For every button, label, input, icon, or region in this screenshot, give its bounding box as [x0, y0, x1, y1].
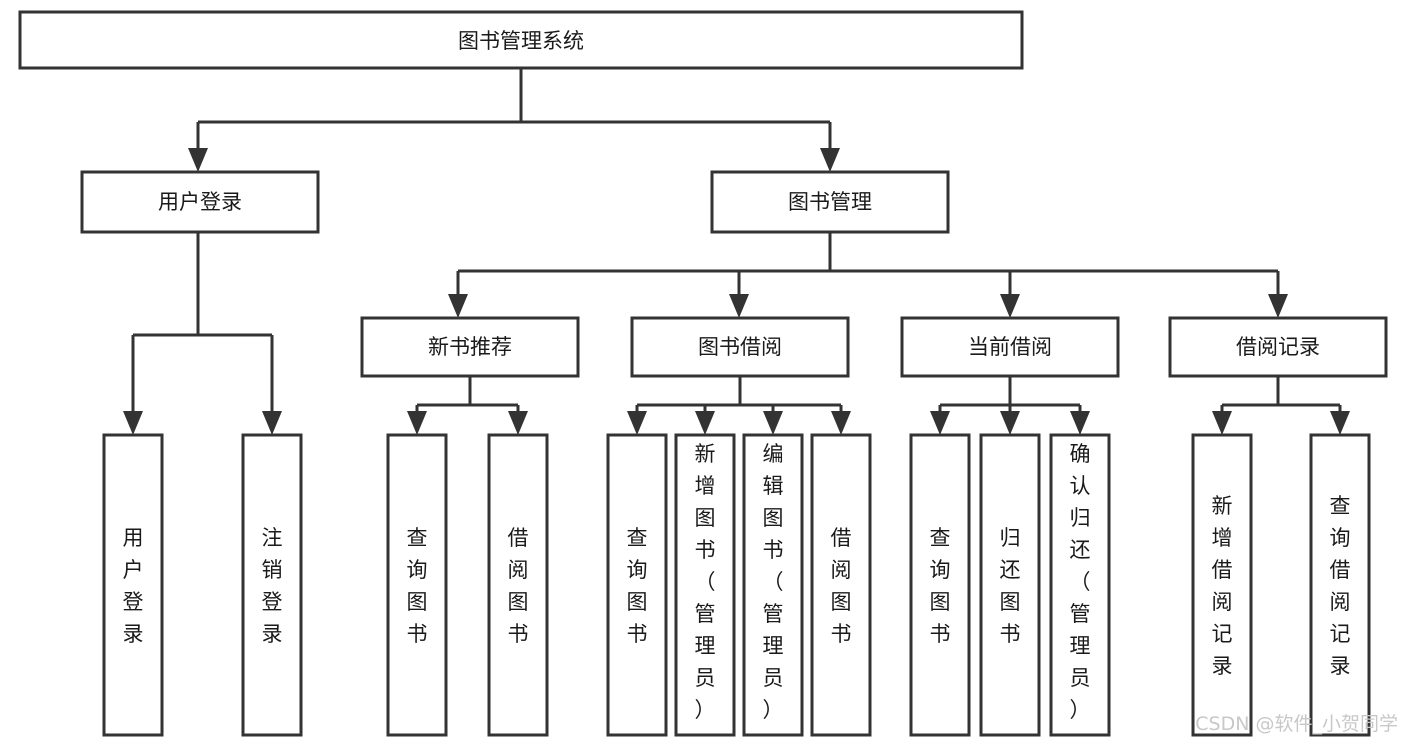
node-borrow-records[interactable]: 借阅记录	[1168, 316, 1388, 378]
arrow-head-br-add-record	[1212, 411, 1232, 435]
leaf-node-nbr-query-book-box[interactable]	[386, 433, 448, 737]
leaf-node-br-query-record[interactable]: 查询借阅记录	[1309, 433, 1371, 737]
arrow-head-bb-edit-book	[763, 411, 783, 435]
arrow-head-new-book-recommend	[448, 294, 468, 318]
leaf-node-nbr-borrow-book-box[interactable]	[487, 433, 549, 737]
arrow-head-user-login-do	[123, 411, 143, 435]
node-new-book-recommend[interactable]: 新书推荐	[360, 316, 580, 378]
node-current-borrow-label: 当前借阅	[968, 335, 1052, 359]
arrow-head-user-logout	[262, 411, 282, 435]
node-book-manage-label: 图书管理	[788, 190, 872, 214]
leaf-node-user-login-do-box[interactable]	[102, 433, 164, 737]
arrow-head-cb-confirm-return	[1070, 411, 1090, 435]
leaf-node-bb-add-book[interactable]: 新增图书（管理员）	[674, 433, 736, 737]
node-user-login-label: 用户登录	[158, 190, 242, 214]
leaf-node-br-add-record[interactable]: 新增借阅记录	[1191, 433, 1253, 737]
node-root-box[interactable]	[18, 10, 1024, 70]
arrow-head-cb-query-book	[930, 411, 950, 435]
leaf-node-cb-confirm-return-box[interactable]	[1049, 433, 1111, 737]
leaf-node-bb-query-book-box[interactable]	[606, 433, 668, 737]
leaf-node-cb-confirm-return[interactable]: 确认归还（管理员）	[1049, 433, 1111, 737]
leaf-node-bb-add-book-label: 新增图书（管理员）	[695, 442, 716, 722]
leaf-node-nbr-query-book-label: 查询图书	[407, 526, 428, 646]
node-borrow-records-box[interactable]	[1168, 316, 1388, 378]
node-user-login[interactable]: 用户登录	[80, 170, 320, 234]
arrow-head-bb-borrow-book	[831, 411, 851, 435]
node-current-borrow-box[interactable]	[900, 316, 1120, 378]
node-root-label: 图书管理系统	[458, 29, 584, 53]
leaf-node-user-logout-box[interactable]	[241, 433, 303, 737]
leaf-node-user-login-do[interactable]: 用户登录	[102, 433, 164, 737]
leaf-layer: 用户登录 注销登录 查询图书 借阅图书 查询图书 新增图书（管理员） 编辑图书（管理员） 借阅…	[102, 433, 1371, 737]
leaf-node-bb-borrow-book-box[interactable]	[810, 433, 872, 737]
arrow-head-br-query-record	[1330, 411, 1350, 435]
node-borrow-records-label: 借阅记录	[1236, 335, 1320, 359]
connector-layer	[123, 68, 1350, 435]
arrow-head-nbr-borrow-book	[508, 411, 528, 435]
node-new-book-recommend-box[interactable]	[360, 316, 580, 378]
node-book-borrow[interactable]: 图书借阅	[630, 316, 850, 378]
node-book-manage[interactable]: 图书管理	[710, 170, 950, 234]
arrow-head-user-login	[188, 148, 208, 172]
leaf-node-user-logout[interactable]: 注销登录	[241, 433, 303, 737]
leaf-node-br-query-record-label: 查询借阅记录	[1330, 494, 1351, 678]
arrow-head-borrow-records	[1268, 294, 1288, 318]
leaf-node-user-logout-label: 注销登录	[262, 526, 283, 646]
watermark-label: CSDN @软件_小贺同学	[1195, 713, 1398, 735]
arrow-head-nbr-query-book	[407, 411, 427, 435]
leaf-node-user-login-do-label: 用户登录	[123, 526, 144, 646]
node-user-login-box[interactable]	[80, 170, 320, 234]
node-layer: 图书管理系统 用户登录 图书管理 新书推荐 图书借阅 当前借阅 借阅记录	[18, 10, 1388, 737]
node-new-book-recommend-label: 新书推荐	[428, 335, 512, 359]
node-current-borrow[interactable]: 当前借阅	[900, 316, 1120, 378]
node-root[interactable]: 图书管理系统	[18, 10, 1024, 70]
leaf-node-cb-return-book-label: 归还图书	[1000, 526, 1021, 646]
leaf-node-cb-query-book[interactable]: 查询图书	[909, 433, 971, 737]
leaf-node-bb-query-book[interactable]: 查询图书	[606, 433, 668, 737]
leaf-node-bb-edit-book-box[interactable]	[742, 433, 804, 737]
node-book-manage-box[interactable]	[710, 170, 950, 234]
leaf-node-br-add-record-box[interactable]	[1191, 433, 1253, 737]
leaf-node-cb-return-book-box[interactable]	[979, 433, 1041, 737]
leaf-node-cb-return-book[interactable]: 归还图书	[979, 433, 1041, 737]
leaf-node-bb-add-book-box[interactable]	[674, 433, 736, 737]
leaf-node-cb-confirm-return-label: 确认归还（管理员）	[1070, 442, 1091, 722]
arrow-head-book-borrow	[729, 294, 749, 318]
leaf-node-bb-borrow-book[interactable]: 借阅图书	[810, 433, 872, 737]
leaf-node-bb-edit-book[interactable]: 编辑图书（管理员）	[742, 433, 804, 737]
leaf-node-nbr-query-book[interactable]: 查询图书	[386, 433, 448, 737]
leaf-node-br-add-record-label: 新增借阅记录	[1212, 494, 1233, 678]
leaf-node-cb-query-book-box[interactable]	[909, 433, 971, 737]
leaf-node-bb-borrow-book-label: 借阅图书	[831, 526, 852, 646]
leaf-node-cb-query-book-label: 查询图书	[930, 526, 951, 646]
arrow-head-bb-add-book	[695, 411, 715, 435]
arrow-head-cb-return-book	[1000, 411, 1020, 435]
node-book-borrow-box[interactable]	[630, 316, 850, 378]
leaf-node-br-query-record-box[interactable]	[1309, 433, 1371, 737]
leaf-node-bb-edit-book-label: 编辑图书（管理员）	[763, 442, 784, 722]
node-book-borrow-label: 图书借阅	[698, 335, 782, 359]
arrow-head-book-manage	[820, 148, 840, 172]
arrow-head-bb-query-book	[627, 411, 647, 435]
leaf-node-nbr-borrow-book[interactable]: 借阅图书	[487, 433, 549, 737]
leaf-node-bb-query-book-label: 查询图书	[627, 526, 648, 646]
arrow-head-current-borrow	[1000, 294, 1020, 318]
leaf-node-nbr-borrow-book-label: 借阅图书	[508, 526, 529, 646]
